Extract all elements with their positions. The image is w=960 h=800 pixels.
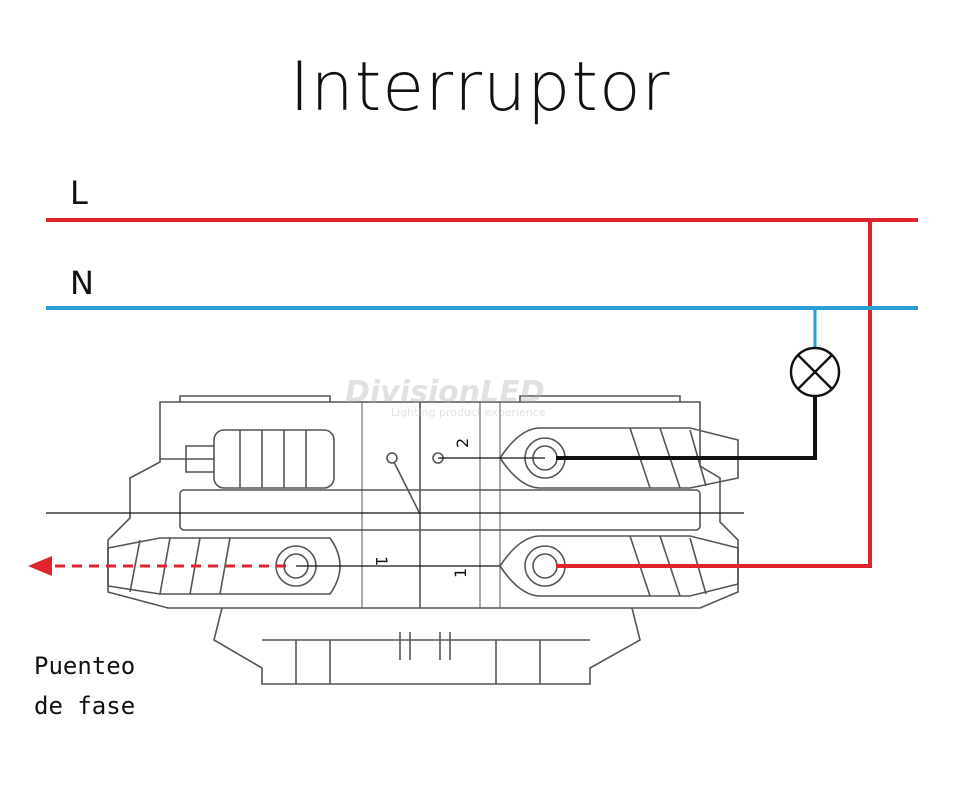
terminal-label-bottom-right: 1 — [451, 568, 470, 578]
watermark-brand: DivisionLED — [345, 375, 545, 410]
live-feed-wire — [556, 220, 872, 568]
switched-wire — [556, 396, 817, 460]
terminal-label-top-right: 2 — [453, 438, 472, 448]
watermark-tagline: Lighting product experience — [391, 406, 546, 419]
lamp-icon — [789, 346, 841, 398]
terminal-label-bottom-left: 1 — [372, 556, 391, 566]
note-line-2: de fase — [34, 692, 136, 720]
live-line-label: L — [70, 174, 88, 212]
switch-body — [107, 395, 739, 685]
arrow-left-dashed-icon — [28, 556, 286, 576]
neutral-line-label: N — [70, 264, 94, 302]
diagram-title: Interruptor — [289, 48, 671, 127]
phase-bridge-note: Puenteo de fase — [34, 646, 135, 726]
watermark-logo: DivisionLED Lighting product experience — [345, 375, 546, 419]
note-line-1: Puenteo — [34, 652, 136, 680]
